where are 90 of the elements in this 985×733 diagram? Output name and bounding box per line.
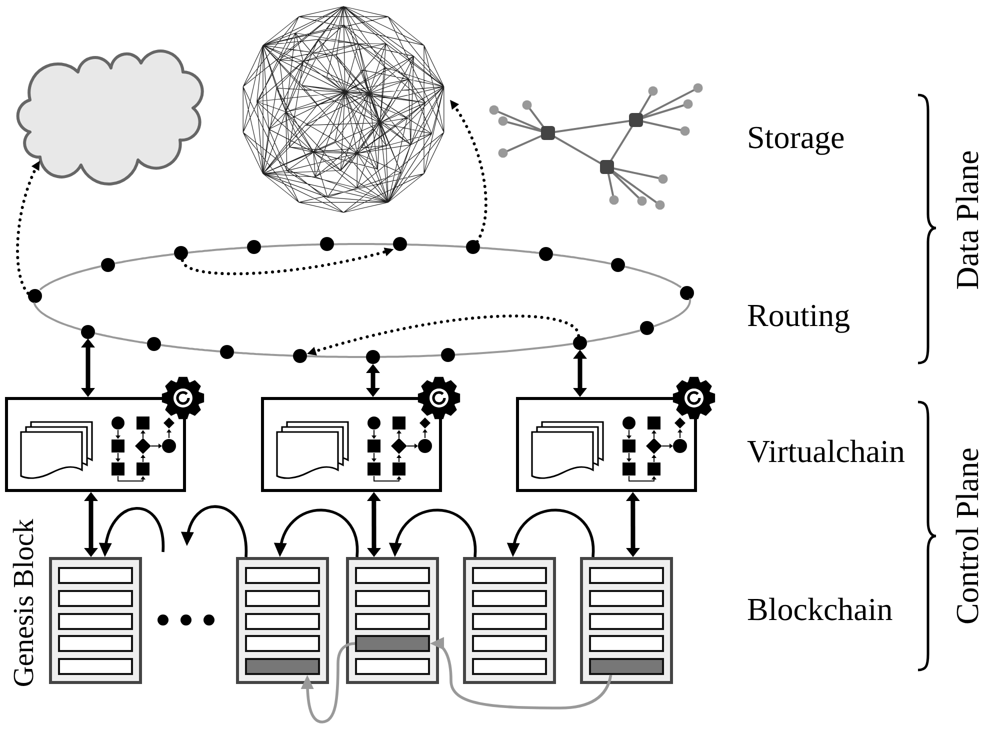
block-row (355, 613, 430, 630)
dotted-arrow (16, 159, 42, 295)
peer-dot (441, 348, 455, 362)
peer-dot (611, 258, 625, 272)
dotted-arrow (180, 247, 396, 276)
double-headed-arrow (366, 492, 381, 557)
peer-dot (81, 324, 95, 339)
peer-dot (28, 289, 42, 304)
block-row (589, 567, 664, 584)
block-row (58, 567, 133, 584)
block-row (355, 635, 430, 652)
ring-line (653, 298, 691, 328)
block-row (355, 658, 430, 675)
peer-dot (247, 240, 261, 254)
curved-arrow (100, 507, 164, 557)
dotted-arrow (306, 314, 580, 356)
block-row (58, 613, 133, 630)
peer-dot (466, 240, 480, 254)
block-row (589, 658, 664, 675)
layer-label: Routing (747, 297, 850, 333)
block-row (58, 635, 133, 652)
peer-dot (539, 246, 553, 261)
block (580, 557, 673, 684)
block-row (245, 635, 320, 652)
double-headed-arrow (626, 492, 640, 557)
ring-line (94, 332, 148, 344)
dotted-arrow (448, 98, 488, 244)
block-row (472, 590, 547, 607)
peer-dot (640, 321, 654, 336)
peer-dot (320, 237, 334, 252)
block-row (589, 613, 664, 630)
block-caption: Genesis Block (8, 518, 40, 688)
curved-arrow (182, 505, 248, 558)
layer-label: Virtualchain (747, 433, 906, 469)
ring-line (260, 244, 320, 248)
ring-line (334, 243, 394, 246)
block (346, 557, 439, 684)
block-row (58, 658, 133, 675)
double-headed-arrow (366, 364, 380, 397)
ring-line (39, 265, 102, 291)
double-headed-arrow (573, 350, 587, 397)
ring-line (306, 355, 366, 358)
ring-line (380, 354, 442, 358)
double-headed-arrow (84, 492, 98, 557)
block-row (245, 567, 320, 584)
plane-label: Data Plane (950, 150, 984, 290)
peer-dot (147, 337, 161, 352)
ring-line (234, 352, 294, 357)
block-row (355, 590, 430, 607)
block (236, 557, 329, 684)
layer-label: Blockchain (747, 591, 893, 627)
block-row (472, 613, 547, 630)
peer-dot (101, 258, 115, 272)
block-row (589, 590, 664, 607)
ring-line (33, 302, 82, 331)
peer-dot (680, 286, 694, 300)
block (463, 557, 556, 684)
ring-line (114, 253, 174, 264)
ring-line (160, 344, 220, 352)
block-row (58, 590, 133, 607)
block-row (472, 635, 547, 652)
ring-line (480, 246, 540, 254)
ring-line (586, 330, 640, 343)
peer-dot (174, 246, 188, 260)
ring-line (406, 244, 466, 248)
block-row (245, 590, 320, 607)
curved-arrow (508, 508, 594, 558)
block-row (245, 613, 320, 630)
block-row (355, 567, 430, 584)
ring-line (454, 342, 574, 356)
block-row (472, 567, 547, 584)
curved-arrow (275, 508, 358, 558)
peer-dot (366, 350, 380, 364)
block-row (245, 658, 320, 675)
peer-dot (293, 348, 307, 363)
block-row (472, 658, 547, 675)
ring-line (188, 246, 248, 254)
layer-label: Storage (747, 119, 845, 155)
ring-line (624, 266, 682, 288)
curved-arrow (390, 508, 476, 558)
peer-dot (220, 344, 234, 359)
double-headed-arrow (81, 338, 95, 397)
block (49, 557, 142, 684)
block-row (589, 635, 664, 652)
curved-arrow (430, 638, 612, 710)
peer-dot (393, 237, 407, 252)
plane-label: Control Plane (950, 448, 984, 624)
cloud-shape (14, 49, 206, 187)
ring-line (552, 254, 612, 265)
peer-dot (573, 336, 587, 350)
